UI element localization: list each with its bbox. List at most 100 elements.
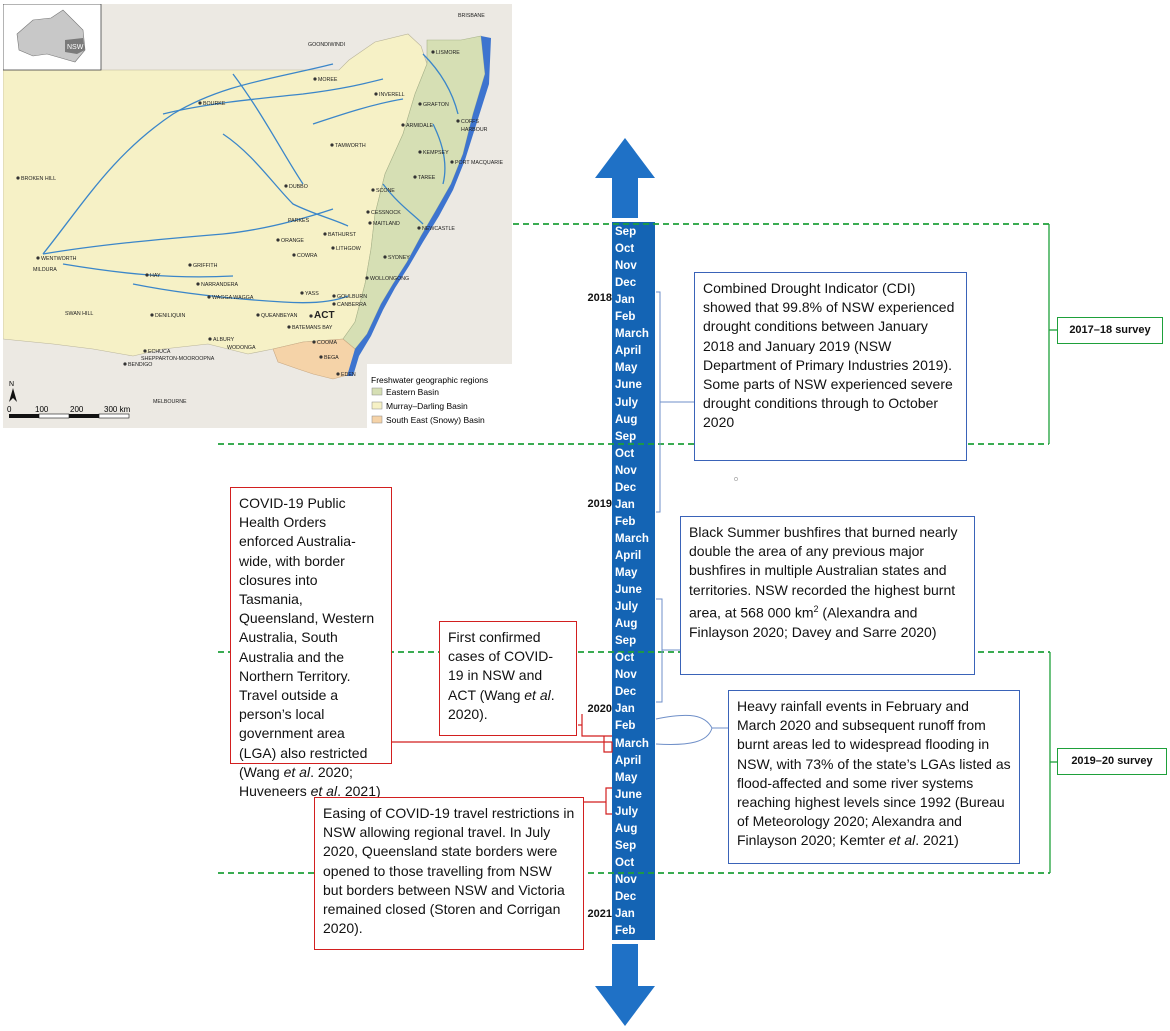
month-label: Dec bbox=[615, 277, 637, 290]
place-label: COWRA bbox=[297, 253, 318, 259]
place-label: DUBBO bbox=[289, 184, 308, 190]
place-label: SYDNEY bbox=[388, 255, 410, 261]
month-label: Oct bbox=[615, 447, 635, 460]
survey-2017-18-label: 2017–18 survey bbox=[1057, 317, 1163, 344]
month-label: April bbox=[615, 345, 642, 358]
rain-bracket bbox=[655, 714, 728, 745]
place-marker bbox=[332, 302, 336, 306]
scale-tick-300: 300 km bbox=[104, 405, 131, 414]
month-label: Dec bbox=[615, 686, 637, 699]
place-label: TAMWORTH bbox=[335, 143, 366, 149]
place-label: SHEPPARTON-MOOROOPNA bbox=[141, 356, 215, 362]
place-label: DENILIQUIN bbox=[155, 313, 185, 319]
place-marker bbox=[145, 273, 149, 277]
place-marker bbox=[401, 123, 405, 127]
timeline-arrow-up-icon bbox=[595, 138, 655, 218]
place-label: BRISBANE bbox=[458, 13, 485, 19]
place-marker bbox=[413, 175, 417, 179]
place-label: WOLLONGONG bbox=[370, 276, 409, 282]
place-label: MILDURA bbox=[33, 267, 57, 273]
month-label: July bbox=[615, 601, 639, 614]
place-marker bbox=[207, 295, 211, 299]
place-label: WAGGA WAGGA bbox=[212, 295, 254, 301]
place-label: BOURKE bbox=[203, 101, 226, 107]
place-marker bbox=[36, 256, 40, 260]
place-label: BEGA bbox=[324, 355, 339, 361]
place-label: KEMPSEY bbox=[423, 150, 449, 156]
month-label: Oct bbox=[615, 652, 635, 665]
month-label: Aug bbox=[615, 822, 638, 835]
place-marker bbox=[366, 210, 370, 214]
month-label: Feb bbox=[615, 925, 636, 938]
coastline bbox=[347, 36, 491, 376]
month-label: June bbox=[615, 788, 642, 801]
place-label: PARKES bbox=[288, 218, 310, 224]
covid-first-cases-box: First confirmed cases of COVID-19 in NSW… bbox=[439, 621, 577, 736]
place-marker bbox=[198, 101, 202, 105]
place-marker bbox=[284, 184, 288, 188]
place-marker bbox=[418, 102, 422, 106]
place-marker bbox=[143, 349, 147, 353]
covid-public-health-orders-box: COVID-19 Public Health Orders enforced A… bbox=[230, 487, 392, 799]
bushfire-box: Black Summer bushfires that burned nearl… bbox=[680, 516, 975, 675]
place-marker bbox=[431, 50, 435, 54]
scale-bar: 0 100 200 300 km bbox=[7, 405, 131, 419]
place-label: GRIFFITH bbox=[193, 263, 218, 269]
inset-nsw-label: NSW bbox=[67, 44, 84, 51]
place-label: COOMA bbox=[317, 340, 337, 346]
place-marker bbox=[365, 276, 369, 280]
place-label: NARRANDERA bbox=[201, 282, 239, 288]
bushfire-bracket bbox=[656, 598, 680, 703]
place-marker bbox=[208, 337, 212, 341]
place-marker bbox=[256, 313, 260, 317]
month-label: Aug bbox=[615, 413, 638, 426]
place-marker bbox=[188, 263, 192, 267]
place-marker bbox=[196, 282, 200, 286]
month-label: July bbox=[615, 396, 639, 409]
month-label: March bbox=[615, 532, 649, 545]
scale-tick-200: 200 bbox=[70, 405, 84, 414]
month-label: Aug bbox=[615, 618, 638, 631]
place-marker bbox=[319, 355, 323, 359]
place-label: ACT bbox=[314, 310, 335, 321]
nsw-map: NSW BRISBANEGOONDIWINDILISMOREMOREEINVER… bbox=[3, 4, 512, 428]
place-label: BATEMANS BAY bbox=[292, 325, 333, 331]
scale-tick-0: 0 bbox=[7, 405, 12, 414]
place-label: ALBURY bbox=[213, 337, 235, 343]
covid-brackets bbox=[392, 714, 613, 815]
place-label: ECHUCA bbox=[148, 349, 171, 355]
place-label: GRAFTON bbox=[423, 102, 449, 108]
scale-tick-100: 100 bbox=[35, 405, 49, 414]
place-label: BATHURST bbox=[328, 232, 357, 238]
year-2019: 2019 bbox=[587, 498, 612, 510]
place-label: YASS bbox=[305, 291, 319, 297]
month-label: Oct bbox=[615, 856, 635, 869]
timeline-body bbox=[612, 222, 655, 940]
rivers bbox=[42, 53, 459, 304]
month-label: Nov bbox=[615, 260, 637, 273]
month-label: June bbox=[615, 379, 642, 392]
month-label: Sep bbox=[615, 226, 637, 238]
place-label: COFFS bbox=[461, 119, 479, 125]
cdi-drought-box: Combined Drought Indicator (CDI) showed … bbox=[694, 272, 967, 461]
legend-title: Freshwater geographic regions bbox=[371, 375, 488, 385]
place-marker bbox=[331, 246, 335, 250]
legend-murray-darling-basin: Murray–Darling Basin bbox=[386, 401, 468, 411]
place-marker bbox=[336, 372, 340, 376]
place-label: SCONE bbox=[376, 188, 395, 194]
place-marker bbox=[287, 325, 291, 329]
month-label: Jan bbox=[615, 908, 635, 920]
legend-eastern-basin: Eastern Basin bbox=[386, 387, 439, 397]
place-label: MOREE bbox=[318, 77, 338, 83]
north-arrow-icon: N bbox=[9, 381, 17, 402]
place-marker bbox=[332, 294, 336, 298]
month-label: April bbox=[615, 549, 642, 562]
place-marker bbox=[313, 77, 317, 81]
snowy-basin-region bbox=[272, 338, 356, 380]
place-label: QUEANBEYAN bbox=[261, 313, 298, 319]
month-label: Feb bbox=[615, 515, 636, 528]
place-marker bbox=[276, 238, 280, 242]
month-label: July bbox=[615, 805, 639, 818]
place-label: SWAN HILL bbox=[65, 311, 93, 317]
